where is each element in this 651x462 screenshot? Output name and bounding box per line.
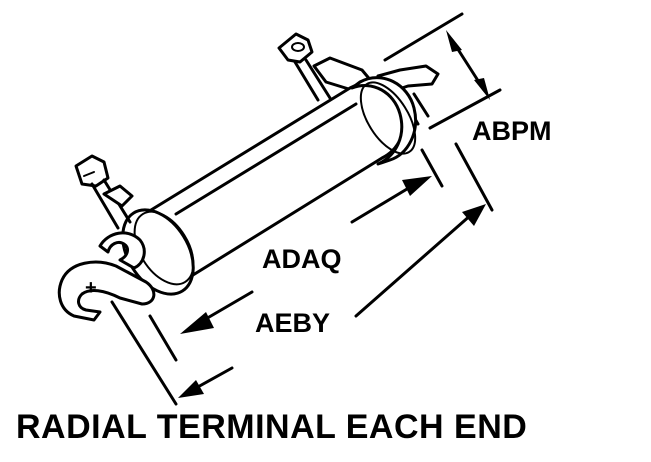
left-bottom-terminal bbox=[57, 231, 156, 322]
diagram-caption: RADIAL TERMINAL EACH END bbox=[16, 408, 527, 446]
left-top-terminal bbox=[74, 154, 134, 230]
aeby-dimension-arrow bbox=[178, 204, 486, 398]
right-top-terminal bbox=[277, 32, 374, 102]
label-adaq: ADAQ bbox=[262, 244, 342, 274]
left-dimension-arrow bbox=[180, 290, 254, 334]
adaq-dimension-arrow bbox=[350, 176, 432, 224]
resistor-body bbox=[121, 76, 417, 296]
abpm-dimension-arrow bbox=[446, 30, 490, 100]
polarity-plus-mark: + bbox=[85, 277, 97, 299]
left-extension-lines bbox=[110, 300, 178, 406]
label-aeby: AEBY bbox=[255, 308, 330, 338]
label-abpm: ABPM bbox=[472, 116, 552, 146]
right-extension-lines bbox=[420, 142, 494, 212]
